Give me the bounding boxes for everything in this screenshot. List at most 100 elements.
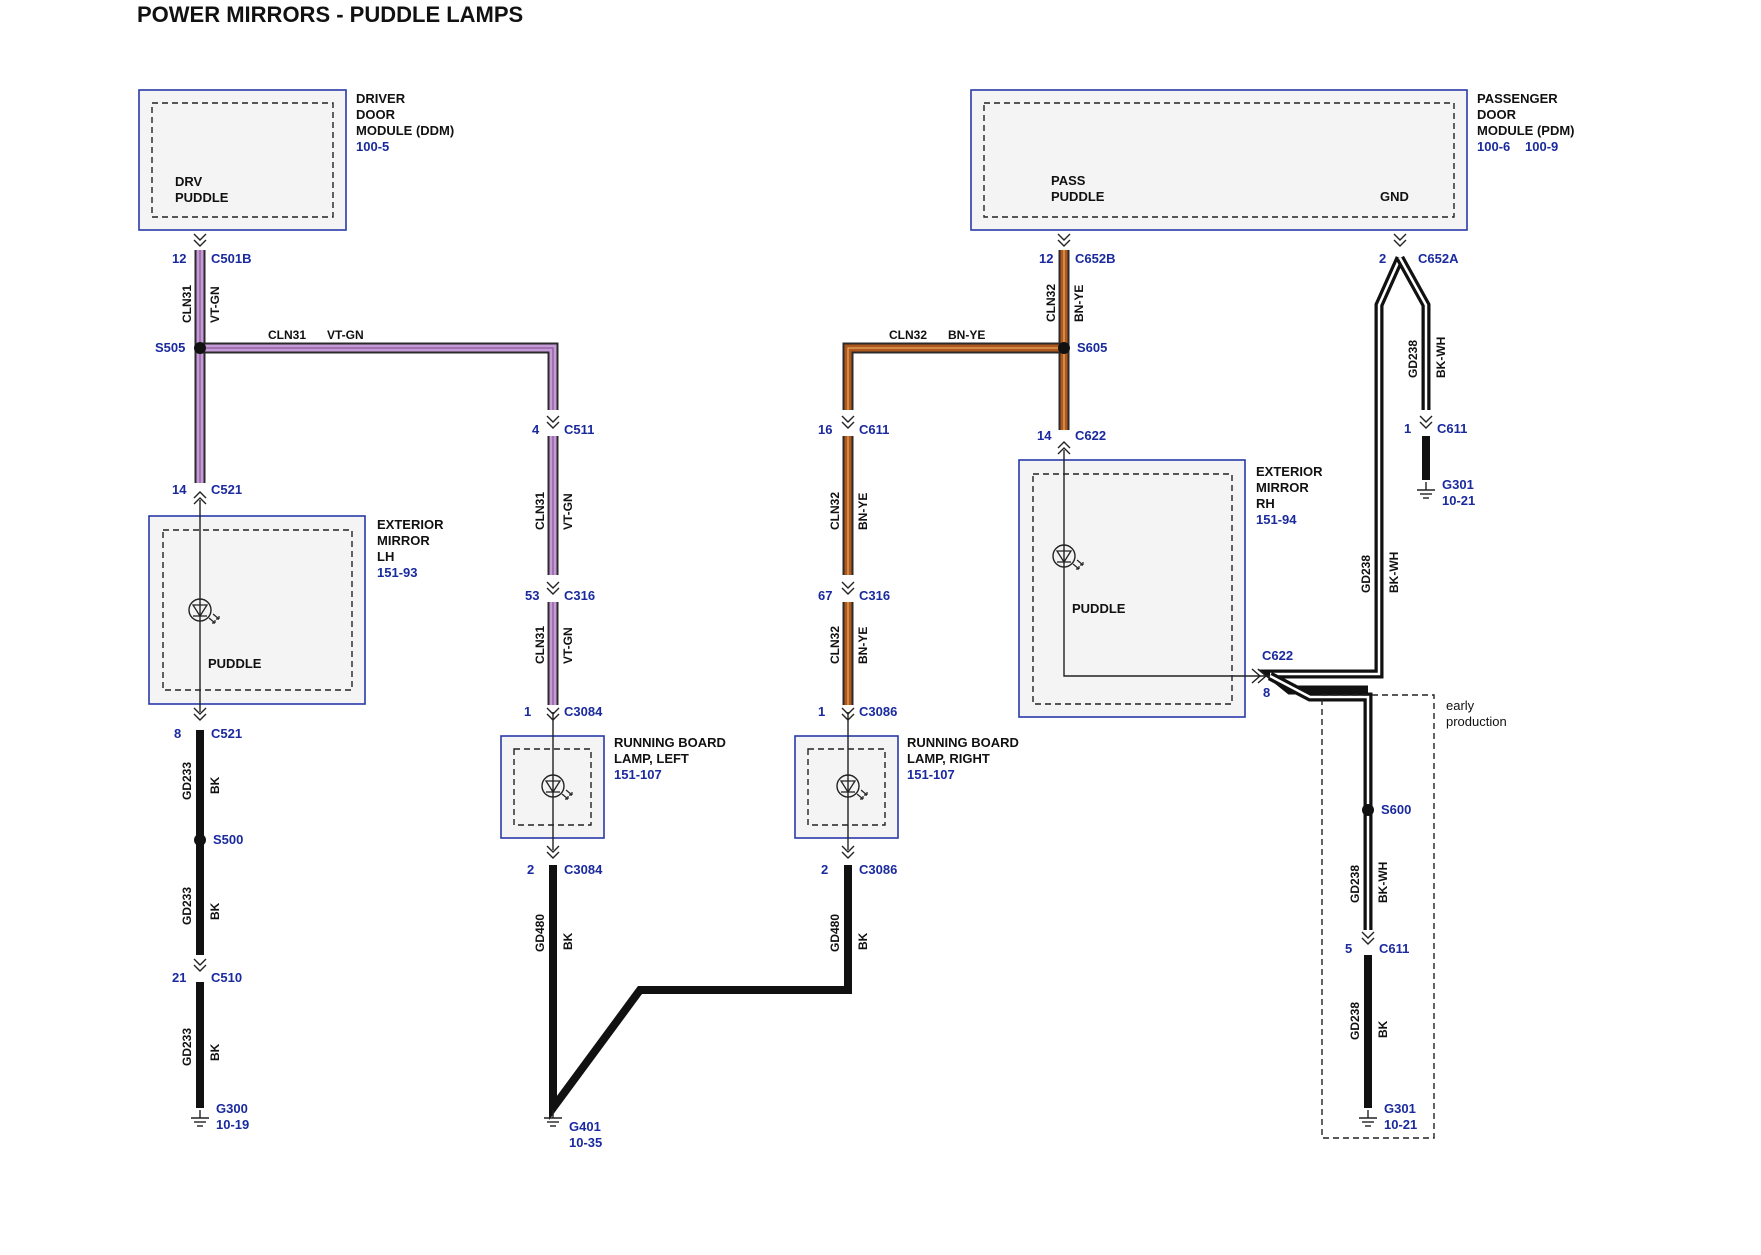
c622-top-pin: 14 [1037,428,1052,443]
wl-bk-4: BK [561,932,575,950]
g300-id: G300 [216,1101,248,1116]
rb-right-name-1: RUNNING BOARD [907,735,1019,750]
mirror-rh-name-3: RH [1256,496,1275,511]
wl-cln31-1: CLN31 [180,285,194,323]
wl-cln32-1: CLN32 [1044,284,1058,322]
pdm-name-2: DOOR [1477,107,1517,122]
g300-ref: 10-19 [216,1117,249,1132]
wl-cln31-3: CLN31 [533,626,547,664]
wl-gd480-1: GD480 [533,914,547,952]
ground-g401-icon [543,1109,563,1127]
mirror-lh-name-3: LH [377,549,394,564]
pdm-pin-1a: PASS [1051,173,1086,188]
c611-5-id: C611 [1379,941,1409,956]
wl-bkwh-3: BK-WH [1376,862,1390,903]
rb-left-ref: 151-107 [614,767,662,782]
wl-vtgn-1: VT-GN [208,286,222,323]
c611-1-id: C611 [1437,421,1467,436]
wl-vtgn-3: VT-GN [561,627,575,664]
ground-g301-bot-icon [1358,1109,1378,1127]
wl-cln31-2: CLN31 [533,492,547,530]
wl-bk-6: BK [1376,1020,1390,1038]
c521-top-id: C521 [211,482,242,497]
ddm-name-1: DRIVER [356,91,406,106]
passenger-door-module: PASSENGER DOOR MODULE (PDM) 100-6 100-9 … [970,89,1575,231]
wl-gd238-3: GD238 [1348,865,1362,903]
wl-gd480-2: GD480 [828,914,842,952]
pdm-pin-1b: PUDDLE [1051,189,1105,204]
wire-cln31-vt-gn [194,250,559,705]
wl-bnye-h: BN-YE [948,328,985,342]
wl-bnye-1: BN-YE [1072,285,1086,322]
wl-gd233-3: GD233 [180,1028,194,1066]
c521-bot-pin: 8 [174,726,181,741]
s505-id: S505 [155,340,185,355]
mirror-rh-name-1: EXTERIOR [1256,464,1323,479]
c316-l-pin: 53 [525,588,539,603]
exterior-mirror-rh: PUDDLE EXTERIOR MIRROR RH 151-94 [1018,450,1323,718]
ddm-name-3: MODULE (DDM) [356,123,454,138]
wl-bk-1: BK [208,776,222,794]
ground-g301-top-icon [1416,481,1436,499]
g301-bot-id: G301 [1384,1101,1416,1116]
c3086-top-id: C3086 [859,704,897,719]
c521-top-pin: 14 [172,482,187,497]
wl-bkwh-2: BK-WH [1387,552,1401,593]
pdm-name-3: MODULE (PDM) [1477,123,1575,138]
wl-cln32-3: CLN32 [828,626,842,664]
connector-labels: 12 C501B S505 14 C521 8 C521 S500 21 C51… [155,251,1475,1150]
g301-bot-ref: 10-21 [1384,1117,1417,1132]
c3084-top-pin: 1 [524,704,531,719]
ground-g300-icon [190,1109,210,1127]
c511-id: C511 [564,422,594,437]
c3084-bot-pin: 2 [527,862,534,877]
ddm-ref: 100-5 [356,139,389,154]
rb-right-ref: 151-107 [907,767,955,782]
wl-vtgn-h: VT-GN [327,328,364,342]
c3086-bot-pin: 2 [821,862,828,877]
splice-s605 [1058,342,1070,354]
mirror-lh-ref: 151-93 [377,565,417,580]
wire-gd238-bk-wh [1257,255,1431,1108]
g401-id: G401 [569,1119,601,1134]
rb-left-name-2: LAMP, LEFT [614,751,689,766]
c652a-pin: 2 [1379,251,1386,266]
driver-door-module: DRIVER DOOR MODULE (DDM) 100-5 DRV PUDDL… [138,89,454,231]
page-title: POWER MIRRORS - PUDDLE LAMPS [137,2,523,27]
running-board-lamp-left: RUNNING BOARD LAMP, LEFT 151-107 [500,712,726,850]
wl-gd238-4: GD238 [1348,1002,1362,1040]
c652a-id: C652A [1418,251,1459,266]
c3084-top-id: C3084 [564,704,603,719]
c521-bot-id: C521 [211,726,242,741]
rb-left-name-1: RUNNING BOARD [614,735,726,750]
wl-cln32-h: CLN32 [889,328,927,342]
wl-bnye-2: BN-YE [856,493,870,530]
mirror-lh-lamp: PUDDLE [208,656,262,671]
wl-cln31-h: CLN31 [268,328,306,342]
c3086-bot-id: C3086 [859,862,897,877]
s605-id: S605 [1077,340,1107,355]
c611-16-id: C611 [859,422,889,437]
c316-l-id: C316 [564,588,595,603]
pdm-name-1: PASSENGER [1477,91,1558,106]
c316-r-pin: 67 [818,588,832,603]
s600-id: S600 [1381,802,1411,817]
g301-top-id: G301 [1442,477,1474,492]
g301-top-ref: 10-21 [1442,493,1475,508]
pdm-ref-1: 100-6 [1477,139,1510,154]
c611-16-pin: 16 [818,422,832,437]
c611-5-pin: 5 [1345,941,1352,956]
wl-gd238-2: GD238 [1359,555,1373,593]
wire-labels: CLN31 VT-GN CLN31 VT-GN CLN31 VT-GN CLN3… [180,284,1448,1066]
c3084-bot-id: C3084 [564,862,603,877]
ddm-pin-1: DRV [175,174,203,189]
exterior-mirror-lh: PUDDLE EXTERIOR MIRROR LH 151-93 [148,500,444,712]
s500-id: S500 [213,832,243,847]
c3086-top-pin: 1 [818,704,825,719]
wl-bnye-3: BN-YE [856,627,870,664]
wire-cln32-bn-ye [842,250,1070,705]
c316-r-id: C316 [859,588,890,603]
pdm-ref-2: 100-9 [1525,139,1558,154]
splice-s600 [1362,804,1374,816]
